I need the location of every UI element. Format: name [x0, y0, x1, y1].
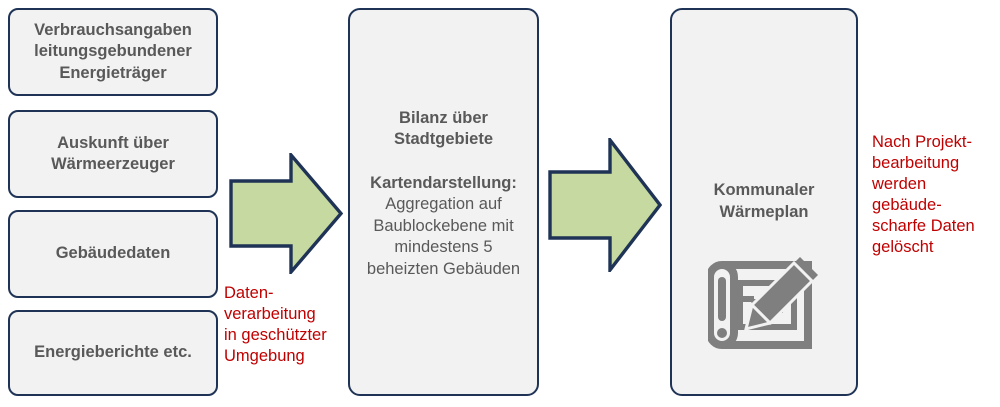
- source-box-label: Energieberichte etc.: [34, 343, 192, 362]
- note-data-deletion: Nach Projekt- bearbeitung werden gebäude…: [872, 133, 975, 256]
- arrow-sources-to-processing-icon: [229, 153, 343, 274]
- processing-box: Bilanz über Stadtgebiete Kartendarstellu…: [348, 8, 539, 396]
- source-box-label: Auskunft über Wärmeerzeuger: [51, 133, 175, 173]
- note-data-processing: Daten- verarbeitung in geschützter Umgeb…: [224, 284, 327, 365]
- source-box-label: Verbrauchsangaben leitungsgebundener Ene…: [34, 21, 192, 82]
- result-box: Kommunaler Wärmeplan: [670, 8, 858, 396]
- source-box-auskunft-waermeerzeuger: Auskunft über Wärmeerzeuger: [8, 110, 218, 198]
- arrow-processing-to-result-icon: [548, 138, 662, 272]
- processing-subtitle-heading: Kartendarstellung:: [370, 173, 517, 192]
- processing-subtitle-body: Aggregation auf Baublockebene mit mindes…: [366, 195, 521, 278]
- processing-title: Bilanz über Stadtgebiete: [393, 109, 494, 149]
- processing-box-content: Bilanz über Stadtgebiete Kartendarstellu…: [350, 108, 537, 280]
- source-box-energieberichte: Energieberichte etc.: [8, 310, 218, 396]
- source-box-gebaeudedaten: Gebäudedaten: [8, 210, 218, 298]
- source-box-label: Gebäudedaten: [55, 244, 171, 263]
- result-title: Kommunaler Wärmeplan: [713, 181, 815, 221]
- source-box-verbrauchsangaben: Verbrauchsangaben leitungsgebundener Ene…: [8, 8, 218, 96]
- blueprint-pencil-icon: [708, 257, 818, 350]
